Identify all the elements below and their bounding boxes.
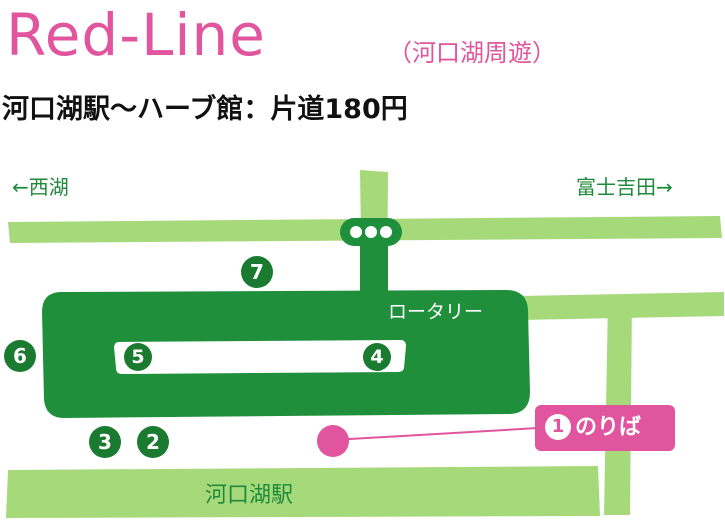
rotary-stem	[360, 232, 388, 300]
rotary-label: ロータリー	[388, 301, 484, 323]
direction-west: ←西湖	[12, 175, 69, 199]
stop-marker-4: 4	[363, 343, 391, 371]
stop-marker-7: 7	[241, 256, 273, 288]
map-subtitle: （河口湖周遊）	[388, 39, 556, 67]
bus-shelter-dot	[365, 226, 377, 238]
direction-east: 富士吉田→	[576, 175, 673, 199]
stop-marker-2: 2	[137, 426, 169, 458]
bus-shelter-dot	[350, 226, 362, 238]
fare-info: 河口湖駅～ハーブ館：片道180円	[2, 94, 408, 125]
noriba-text: のりば	[575, 415, 642, 440]
rotary-island	[114, 340, 406, 374]
station-label: 河口湖駅	[205, 483, 294, 508]
stop-marker-6: 6	[4, 340, 36, 372]
bus-shelter-dot	[380, 226, 392, 238]
stop-marker-5: 5	[124, 343, 152, 371]
noriba-pointer-line	[332, 427, 539, 441]
station-platform	[6, 466, 600, 518]
noriba-marker	[317, 425, 349, 457]
noriba-number: 1	[545, 414, 571, 440]
stop-marker-3: 3	[89, 426, 121, 458]
map-title: Red-Line	[6, 1, 266, 69]
